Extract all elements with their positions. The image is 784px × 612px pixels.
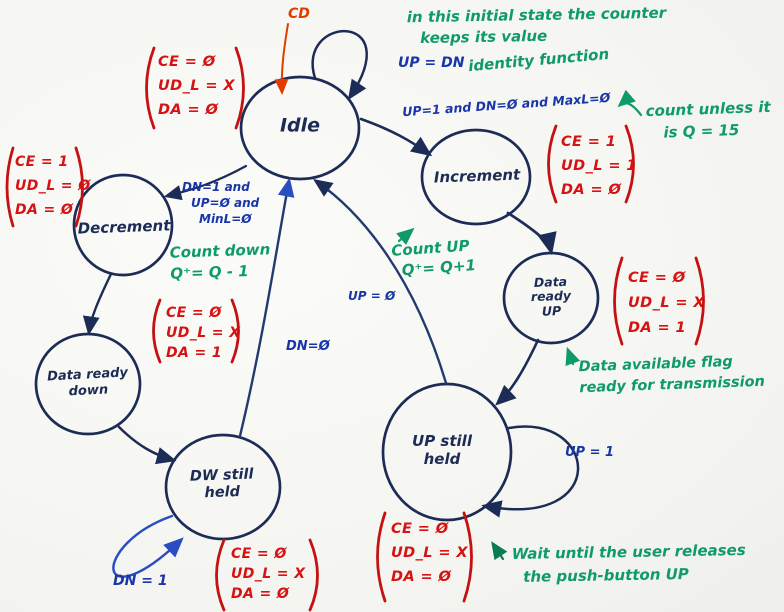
condition-line: UP=Ø and <box>191 196 260 210</box>
state-label-line: DW still <box>189 466 254 485</box>
reset-label: CD <box>288 6 310 22</box>
note-line: Q⁺= Q - 1 <box>170 262 249 283</box>
note-wait-release: Wait until the user releases the push-bu… <box>512 539 747 589</box>
paren-close-dw-still-held-outputs <box>308 538 319 612</box>
paren-open-data-ready-up-outputs <box>613 256 624 346</box>
state-label-line: UP <box>541 302 562 319</box>
state-circle-idle <box>239 75 361 181</box>
paren-close-data-ready-up-outputs <box>694 256 705 346</box>
transition-decrement-to-data-ready-down <box>82 272 113 336</box>
output-line: CE = Ø <box>231 546 287 562</box>
outputs-up-still-held: CE = Ø UD_L = X DA = Ø <box>391 517 468 589</box>
outputs-dw-still-held: CE = Ø UD_L = X DA = Ø <box>231 544 305 604</box>
output-line: DA = Ø <box>231 586 290 602</box>
note-line: Count down <box>169 240 271 262</box>
condition-line: MinL=Ø <box>199 212 252 226</box>
note-count-up: Count UP Q⁺= Q+1 <box>391 235 477 281</box>
state-label-decrement: Decrement <box>77 216 171 238</box>
transition-data-ready-down-to-dw-still-held <box>117 425 177 465</box>
paren-close-increment-outputs <box>624 124 635 204</box>
paren-open-data-ready-down-outputs <box>152 298 162 364</box>
note-count-unless: count unless it is Q = 15 <box>645 96 771 144</box>
paren-open-up-still-held-outputs <box>376 511 387 603</box>
note-line: the push-button UP <box>523 564 689 586</box>
output-line: DA = Ø <box>158 102 219 118</box>
state-circle-decrement <box>72 173 174 277</box>
state-circle-up-still-held <box>381 382 513 522</box>
paren-close-decrement-outputs <box>74 146 84 228</box>
state-label-up-still-held: UP still held <box>412 432 472 468</box>
transition-up-still-held-to-idle <box>313 178 448 385</box>
output-line: CE = Ø <box>391 521 449 537</box>
note-arrow-count-unless <box>617 89 643 117</box>
state-label-idle: Idle <box>279 114 321 137</box>
transition-dw-still-held-to-idle <box>238 177 295 438</box>
output-line: DA = Ø <box>15 202 74 218</box>
note-arrow-data-available <box>565 346 581 367</box>
output-line: DA = Ø <box>561 182 622 198</box>
output-line: UD_L = X <box>158 78 235 94</box>
condition-dw-held-to-idle: DN=Ø <box>286 339 330 354</box>
condition-idle-self: UP = DN <box>398 55 465 71</box>
transition-idle-to-increment <box>359 117 433 157</box>
condition-up-self-loop: UP = 1 <box>565 445 615 460</box>
note-line: Wait until the user releases <box>511 540 746 564</box>
note-initial-state: in this initial state the counter keeps … <box>407 3 667 50</box>
output-line: UD_L = Ø <box>15 178 91 194</box>
transition-up-still-held-self-loop <box>481 425 580 518</box>
outputs-idle: CE = Ø UD_L = X DA = Ø <box>158 50 235 122</box>
transition-dw-still-held-self-loop <box>112 514 184 578</box>
note-arrow-count-up <box>396 227 415 246</box>
paren-open-idle-outputs <box>145 46 156 130</box>
outputs-decrement: CE = 1 UD_L = Ø DA = Ø <box>15 150 91 222</box>
transition-idle-self-loop <box>311 29 368 101</box>
paren-open-increment-outputs <box>547 124 558 204</box>
note-line: count unless it <box>645 97 771 121</box>
reset-arrow <box>274 23 289 95</box>
output-line: CE = 1 <box>561 134 617 150</box>
state-label-line: held <box>423 450 461 468</box>
transition-data-ready-up-to-up-still-held <box>495 338 540 406</box>
output-line: CE = Ø <box>166 305 222 321</box>
output-line: UD_L = X <box>628 295 705 311</box>
state-circle-increment <box>420 128 532 226</box>
note-line: is Q = 15 <box>663 120 740 142</box>
outputs-data-ready-down: CE = Ø UD_L = X DA = 1 <box>166 303 240 363</box>
note-count-down: Count down Q⁺= Q - 1 <box>169 239 271 284</box>
transition-increment-to-data-ready-up <box>506 211 557 256</box>
paren-open-dw-still-held-outputs <box>215 538 226 612</box>
output-line: UD_L = 1 <box>561 158 637 174</box>
output-line: UD_L = X <box>391 545 468 561</box>
paren-open-decrement-outputs <box>5 146 15 228</box>
output-line: UD_L = X <box>231 566 306 582</box>
paren-close-idle-outputs <box>234 46 245 130</box>
outputs-increment: CE = 1 UD_L = 1 DA = Ø <box>561 130 637 202</box>
state-label-dw-still-held: DW still held <box>190 467 255 504</box>
output-line: CE = 1 <box>15 154 69 170</box>
output-line: DA = Ø <box>391 569 452 585</box>
state-label-increment: Increment <box>433 165 521 187</box>
condition-up-held-to-idle: UP = Ø <box>348 289 396 303</box>
note-arrow-wait-release <box>491 541 508 561</box>
output-line: DA = 1 <box>628 320 686 336</box>
condition-dw-self-loop: DN = 1 <box>113 573 168 589</box>
note-data-available: Data available flag ready for transmissi… <box>578 351 765 399</box>
state-label-data-ready-up: Data ready UP <box>530 274 572 320</box>
state-label-data-ready-down: Data ready down <box>47 365 129 400</box>
state-label-line: held <box>204 484 241 502</box>
transition-idle-to-decrement <box>163 164 248 201</box>
condition-line: DN=1 and <box>182 180 250 194</box>
condition-idle-to-decrement: DN=1 and UP=Ø and MinL=Ø <box>182 179 259 227</box>
state-label-line: UP still <box>412 432 472 450</box>
paren-close-data-ready-down-outputs <box>230 298 240 364</box>
output-line: UD_L = X <box>166 325 241 341</box>
outputs-data-ready-up: CE = Ø UD_L = X DA = 1 <box>628 266 705 341</box>
output-line: CE = Ø <box>158 54 216 70</box>
output-line: CE = Ø <box>628 270 686 286</box>
state-circle-dw-still-held <box>164 433 282 541</box>
paren-close-up-still-held-outputs <box>462 511 473 603</box>
output-line: DA = 1 <box>166 345 223 361</box>
